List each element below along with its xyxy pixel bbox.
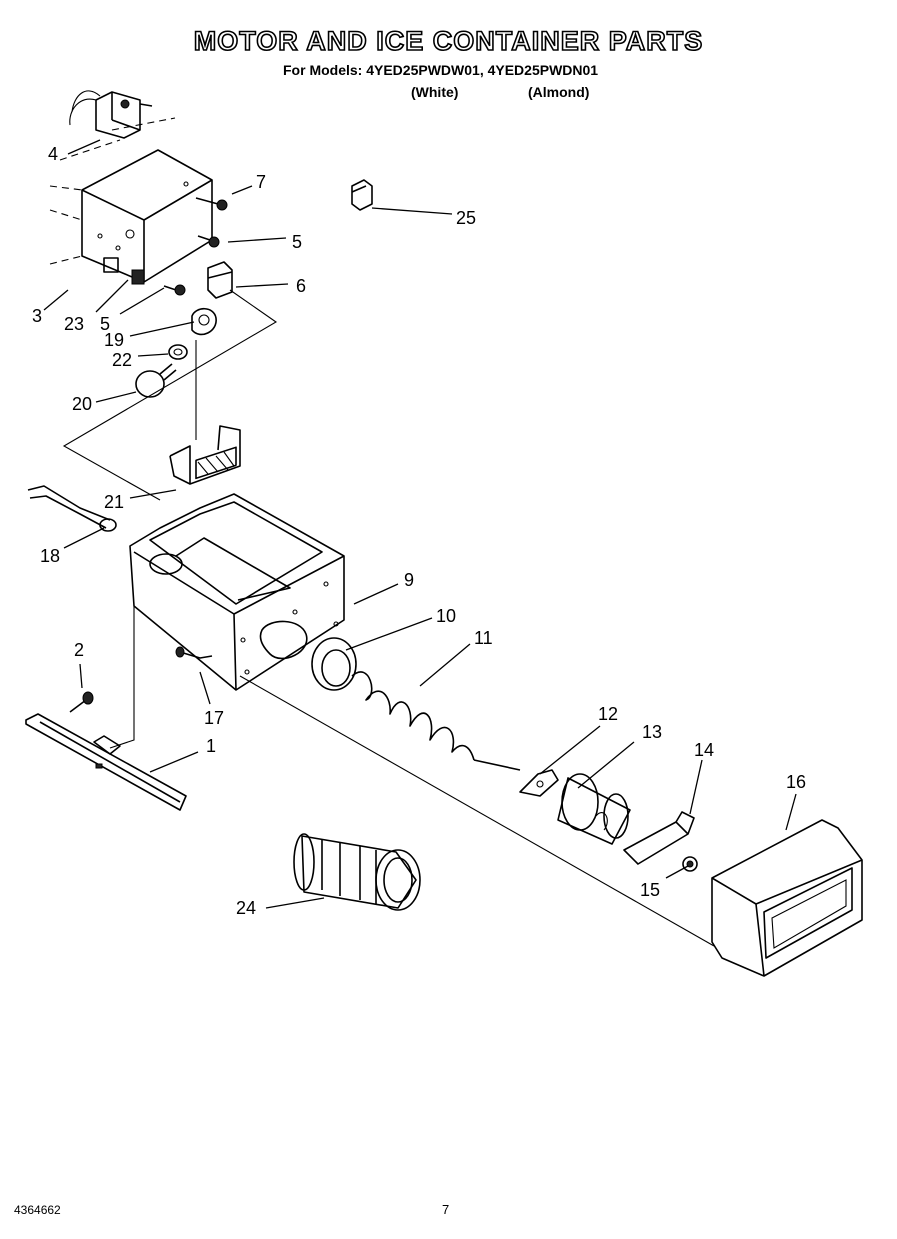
- leader-lines: [43, 139, 797, 909]
- part-light-shield-21: [169, 425, 241, 485]
- part-screw-5a: [197, 235, 220, 248]
- callout-20: 20: [72, 394, 92, 414]
- callouts: 4 3 23 5 7 5 6 19 22 20 21 18 25 9 10 11…: [32, 144, 806, 918]
- part-motor: [69, 90, 153, 139]
- callout-1: 1: [206, 736, 216, 756]
- variant-almond: (Almond): [528, 84, 590, 100]
- part-blade-12: [519, 769, 559, 797]
- part-clip-23: [131, 269, 145, 285]
- part-nut-22: [168, 344, 188, 360]
- callout-4: 4: [48, 144, 58, 164]
- callout-21: 21: [104, 492, 124, 512]
- callout-18: 18: [40, 546, 60, 566]
- part-harness-18: [27, 485, 117, 532]
- callout-19: 19: [104, 330, 124, 350]
- callout-6: 6: [296, 276, 306, 296]
- part-motor-housing: [81, 149, 213, 283]
- callout-23: 23: [64, 314, 84, 334]
- part-nut-15: [682, 856, 698, 872]
- part-front-cover-16: [711, 819, 863, 977]
- callout-5a: 5: [292, 232, 302, 252]
- callout-22: 22: [112, 350, 132, 370]
- part-bearing-10: [311, 637, 357, 691]
- callout-11: 11: [474, 628, 493, 648]
- part-screw-2: [69, 691, 94, 713]
- part-crusher-13: [557, 773, 631, 845]
- callout-7: 7: [256, 172, 266, 192]
- callout-9: 9: [404, 570, 414, 590]
- part-auger-11: [351, 671, 521, 771]
- callout-25: 25: [456, 208, 476, 228]
- callout-15: 15: [640, 880, 660, 900]
- page-title: MOTOR AND ICE CONTAINER PARTS: [193, 25, 704, 57]
- part-bulb-20: [135, 363, 177, 398]
- part-screw-17: [175, 646, 213, 659]
- callout-10: 10: [436, 606, 456, 626]
- models-line: For Models: 4YED25PWDW01, 4YED25PWDN01: [283, 62, 599, 78]
- callout-5b: 5: [100, 314, 110, 334]
- variant-white: (White): [411, 84, 459, 100]
- part-ice-container-9: [129, 493, 345, 691]
- part-screw-7: [195, 197, 228, 211]
- callout-17: 17: [204, 708, 224, 728]
- callout-16: 16: [786, 772, 806, 792]
- callout-14: 14: [694, 740, 714, 760]
- callout-12: 12: [598, 704, 618, 724]
- part-support-1: [25, 713, 187, 811]
- document-number: 4364662: [14, 1203, 61, 1217]
- part-bracket-14: [623, 811, 695, 865]
- callout-3: 3: [32, 306, 42, 326]
- callout-2: 2: [74, 640, 84, 660]
- part-drum-24: [293, 833, 421, 911]
- callout-13: 13: [642, 722, 662, 742]
- part-bracket-6: [207, 261, 233, 299]
- callout-24: 24: [236, 898, 256, 918]
- part-socket-19: [191, 307, 217, 336]
- page-number: 7: [442, 1202, 450, 1217]
- part-screw-5b: [163, 284, 186, 296]
- part-clip-25: [351, 179, 373, 211]
